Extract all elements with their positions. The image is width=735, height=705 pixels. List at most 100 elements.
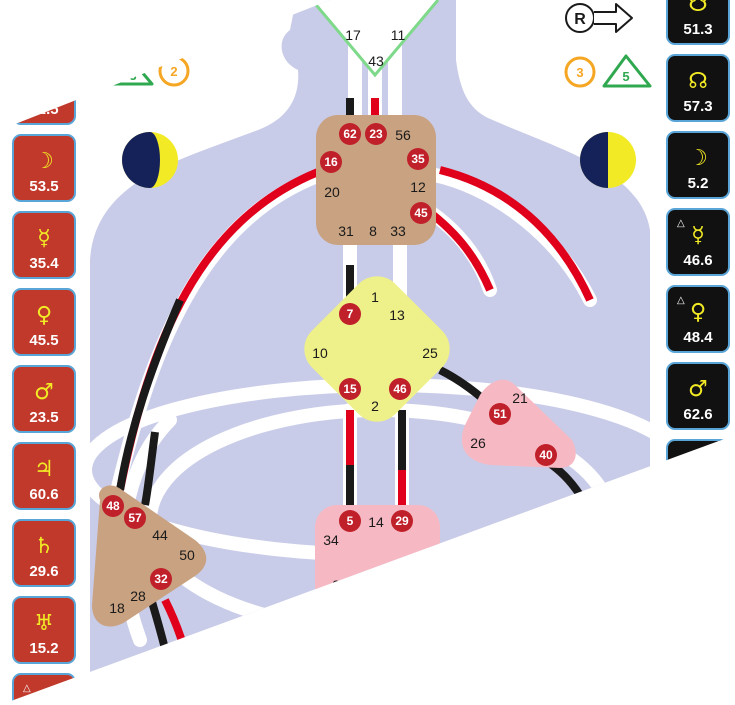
gate-35: 35	[407, 148, 429, 170]
right-planet-tile-mars: ♂62.6	[666, 362, 730, 430]
gate-17: 17	[345, 27, 361, 43]
svg-text:29: 29	[395, 514, 409, 528]
gate-1: 1	[371, 289, 379, 305]
planet-value: 45.5	[29, 332, 58, 349]
activated-gates: 62 23 16 35 45 7 15 46 51 40 48 57 32 5 …	[102, 123, 557, 590]
right-planet-column: ☋ 51.3 ☊57.3 ☽5.2 △ ☿ 46.6 △♀48.4 ♂62.6	[666, 0, 730, 507]
right-planet-tile-venus: △♀48.4	[666, 285, 730, 353]
svg-text:3: 3	[576, 65, 583, 80]
svg-text:45: 45	[414, 206, 428, 220]
right-planet-tile-jupiter	[666, 439, 730, 507]
mercury-icon: ☿	[691, 223, 705, 248]
jupiter-icon: ♃	[34, 457, 54, 482]
activated-channels	[116, 98, 594, 705]
svg-text:51: 51	[493, 407, 507, 421]
gate-13: 13	[389, 307, 405, 323]
left-planet-tile-partial: 32.5	[12, 57, 76, 125]
svg-text:5: 5	[347, 514, 354, 528]
svg-text:46: 46	[393, 382, 407, 396]
svg-text:40: 40	[539, 448, 553, 462]
gate-16: 16	[320, 151, 342, 173]
left-planet-tile-venus: ♀ 45.5	[12, 288, 76, 356]
left-planet-tile-neptune: △♆	[12, 673, 76, 705]
svg-text:23: 23	[369, 127, 383, 141]
svg-text:16: 16	[324, 155, 338, 169]
right-planet-tile-moon: ☽5.2	[666, 131, 730, 199]
right-planet-tile-south-node: ☋ 51.3	[666, 0, 730, 45]
circle-badge: 2	[158, 55, 190, 87]
gate-34: 34	[323, 532, 339, 548]
venus-icon: ♀	[36, 303, 52, 328]
planet-value: 46.6	[683, 252, 712, 269]
neptune-icon: ♆	[34, 688, 54, 705]
moon-icon-right	[580, 132, 636, 188]
svg-text:62: 62	[343, 127, 357, 141]
left-planet-tile-uranus: ♅ 15.2	[12, 596, 76, 664]
right-planet-tile-mercury: △☿46.6	[666, 208, 730, 276]
gate-62: 62	[339, 123, 361, 145]
svg-text:57: 57	[128, 511, 142, 525]
svg-text:2: 2	[170, 64, 177, 79]
moon-icon: ☽	[34, 149, 54, 174]
gate-48: 48	[102, 495, 124, 517]
gate-46: 46	[389, 378, 411, 400]
svg-text:5: 5	[622, 69, 629, 84]
planet-value: 48.4	[683, 329, 713, 346]
uranus-icon: ♅	[34, 611, 54, 636]
saturn-icon: ♄	[34, 534, 54, 559]
triangle-badge: 5	[602, 54, 652, 88]
left-planet-tile-mars: ♂23.5	[12, 365, 76, 433]
spleen-center	[92, 485, 207, 627]
gate-23: 23	[365, 123, 387, 145]
gate-56: 56	[395, 127, 411, 143]
left-planet-tile-jupiter: ♃ 60.6	[12, 442, 76, 510]
left-planet-tile-saturn: ♄ 29.6	[12, 519, 76, 587]
gate-5: 5	[339, 510, 361, 532]
planet-value: 35.4	[29, 255, 59, 272]
gate-50: 50	[179, 547, 195, 563]
moon-icon-left	[122, 132, 178, 188]
planet-value: 29.6	[29, 563, 58, 580]
gate-2: 2	[371, 398, 379, 414]
right-planet-tile-north-node: ☊57.3	[666, 54, 730, 122]
svg-text:3: 3	[129, 68, 136, 83]
right-badges: 3 5	[564, 54, 652, 88]
gate-12: 12	[410, 179, 426, 195]
north-node-icon: ☊	[688, 69, 708, 94]
gate-15: 15	[339, 378, 361, 400]
gate-28: 28	[130, 588, 146, 604]
svg-text:7: 7	[347, 307, 354, 321]
planet-value: 53.5	[29, 178, 58, 195]
gate-31: 31	[338, 223, 354, 239]
svg-text:48: 48	[106, 499, 120, 513]
exalted-marker-icon: △	[23, 683, 31, 694]
gate-27: 27	[332, 577, 348, 593]
south-node-icon: ☋	[688, 0, 708, 17]
gate-33: 33	[390, 223, 406, 239]
gate-21: 21	[512, 390, 528, 406]
gate-8: 8	[369, 223, 377, 239]
gate-40: 40	[535, 444, 557, 466]
svg-text:R: R	[574, 11, 586, 28]
left-badges: 3 2	[104, 55, 190, 87]
planet-value: 23.5	[29, 409, 58, 426]
gate-45: 45	[410, 202, 432, 224]
gate-10: 10	[312, 345, 328, 361]
left-planet-tile-mercury: ☿35.4	[12, 211, 76, 279]
planet-value: 32.5	[29, 101, 58, 118]
head-center	[310, 0, 440, 78]
exalted-marker-icon: △	[677, 295, 685, 306]
left-planet-column: 32.5 ☽ 53.5 ☿35.4 ♀ 45.5 ♂23.5 ♃ 60.6 ♄ 29.6 ♅ 15.2 △…	[12, 57, 76, 705]
planet-value: 60.6	[29, 486, 58, 503]
gate-57: 57	[124, 507, 146, 529]
planet-value: 62.6	[683, 406, 712, 423]
gate-20: 20	[324, 184, 340, 200]
circle-badge: 3	[564, 56, 596, 88]
gate-51: 51	[489, 403, 511, 425]
planet-value: 15.2	[29, 640, 58, 657]
gate-26: 26	[470, 435, 486, 451]
planet-value: 51.3	[683, 21, 712, 38]
gate-18: 18	[109, 600, 125, 616]
gate-14: 14	[368, 514, 384, 530]
